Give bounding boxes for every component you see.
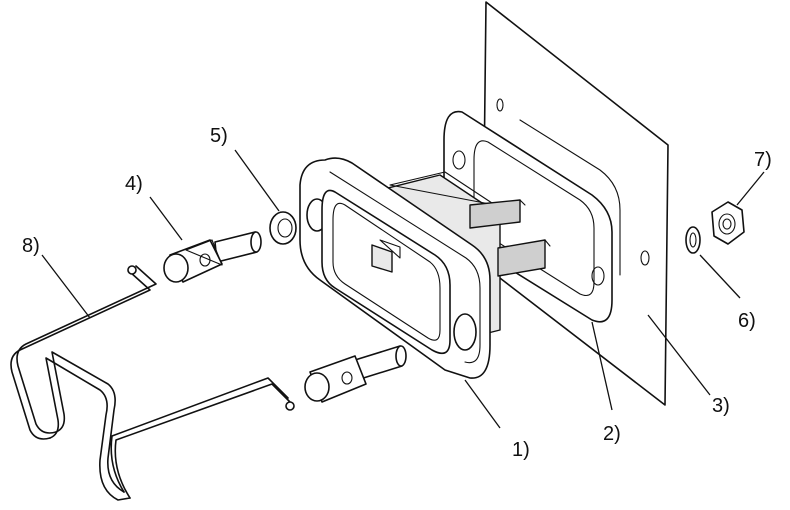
callout-3: 3) (712, 395, 730, 417)
part-4-thumbscrew-lower (304, 345, 407, 403)
part-7-hex-nut (711, 201, 745, 245)
part-5-ring (269, 211, 297, 245)
part-8-wire-clip (10, 265, 295, 501)
part-2-gasket (443, 110, 621, 323)
part-1-connector-socket (299, 157, 551, 379)
callout-5: 5) (210, 125, 228, 147)
callout-2: 2) (603, 423, 621, 445)
part-6-lock-washer (685, 226, 701, 254)
callout-labels: 1) 2) 3) 4) 5) 6) 7) 8) (22, 125, 772, 461)
callout-1: 1) (512, 439, 530, 461)
callout-leaders (41, 149, 765, 429)
callout-8: 8) (22, 235, 40, 257)
callout-7: 7) (754, 149, 772, 171)
callout-4: 4) (125, 173, 143, 195)
callout-6: 6) (738, 310, 756, 332)
part-4-thumbscrew-upper (163, 231, 262, 283)
